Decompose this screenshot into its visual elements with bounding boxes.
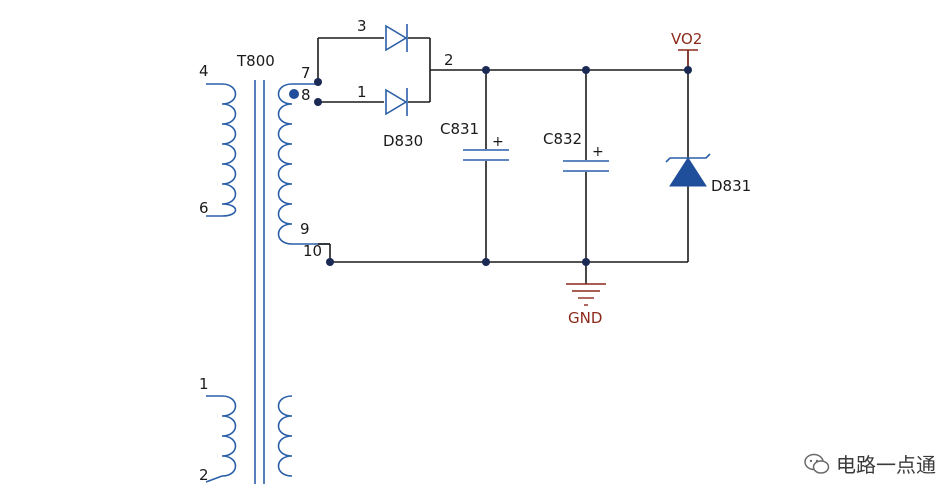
ground-symbol [566, 283, 606, 306]
transformer-core [254, 80, 265, 484]
ground-net-label: GND [568, 309, 602, 327]
transformer-pin-9-label: 9 [300, 220, 310, 238]
capacitor-c831-polarity: + [492, 134, 504, 150]
transformer-ref-label: T800 [236, 52, 275, 70]
transformer-pin-10-label: 10 [303, 242, 322, 260]
transformer-pin-7-label: 7 [301, 64, 311, 82]
diode-output-pin-label: 2 [444, 51, 454, 69]
watermark: 电路一点通 [804, 449, 936, 478]
diode-bottom-pin-label: 1 [357, 83, 367, 101]
capacitor-c831-symbol [463, 149, 509, 161]
transformer-pin-1-label: 1 [199, 375, 209, 393]
transformer-auxiliary-winding [205, 395, 293, 483]
transformer-pin-2-label: 2 [199, 466, 209, 484]
wechat-icon [804, 453, 830, 474]
wires [317, 37, 689, 284]
zener-diode-d831 [665, 153, 711, 187]
diode-ref-label: D830 [383, 132, 423, 150]
capacitor-c832-label: C832 [543, 130, 582, 148]
transformer-pin-4-label: 4 [199, 62, 209, 80]
transformer-pin-6-label: 6 [199, 199, 209, 217]
capacitor-c832-polarity: + [592, 144, 604, 160]
transformer-secondary-winding [277, 83, 330, 245]
watermark-text: 电路一点通 [836, 453, 936, 477]
zener-ref-label: D831 [711, 177, 751, 195]
diode-top-pin-label: 3 [357, 17, 367, 35]
winding-polarity-dot [289, 89, 299, 99]
junction-dots [314, 66, 692, 266]
diode-d830-top [385, 24, 408, 52]
transformer-pin-8-label: 8 [301, 86, 311, 104]
capacitor-c832-symbol [563, 160, 609, 172]
output-net-label: VO2 [671, 30, 702, 48]
capacitor-c831-label: C831 [440, 120, 479, 138]
transformer-primary-winding [206, 83, 237, 217]
diode-d830-bottom [385, 88, 408, 116]
